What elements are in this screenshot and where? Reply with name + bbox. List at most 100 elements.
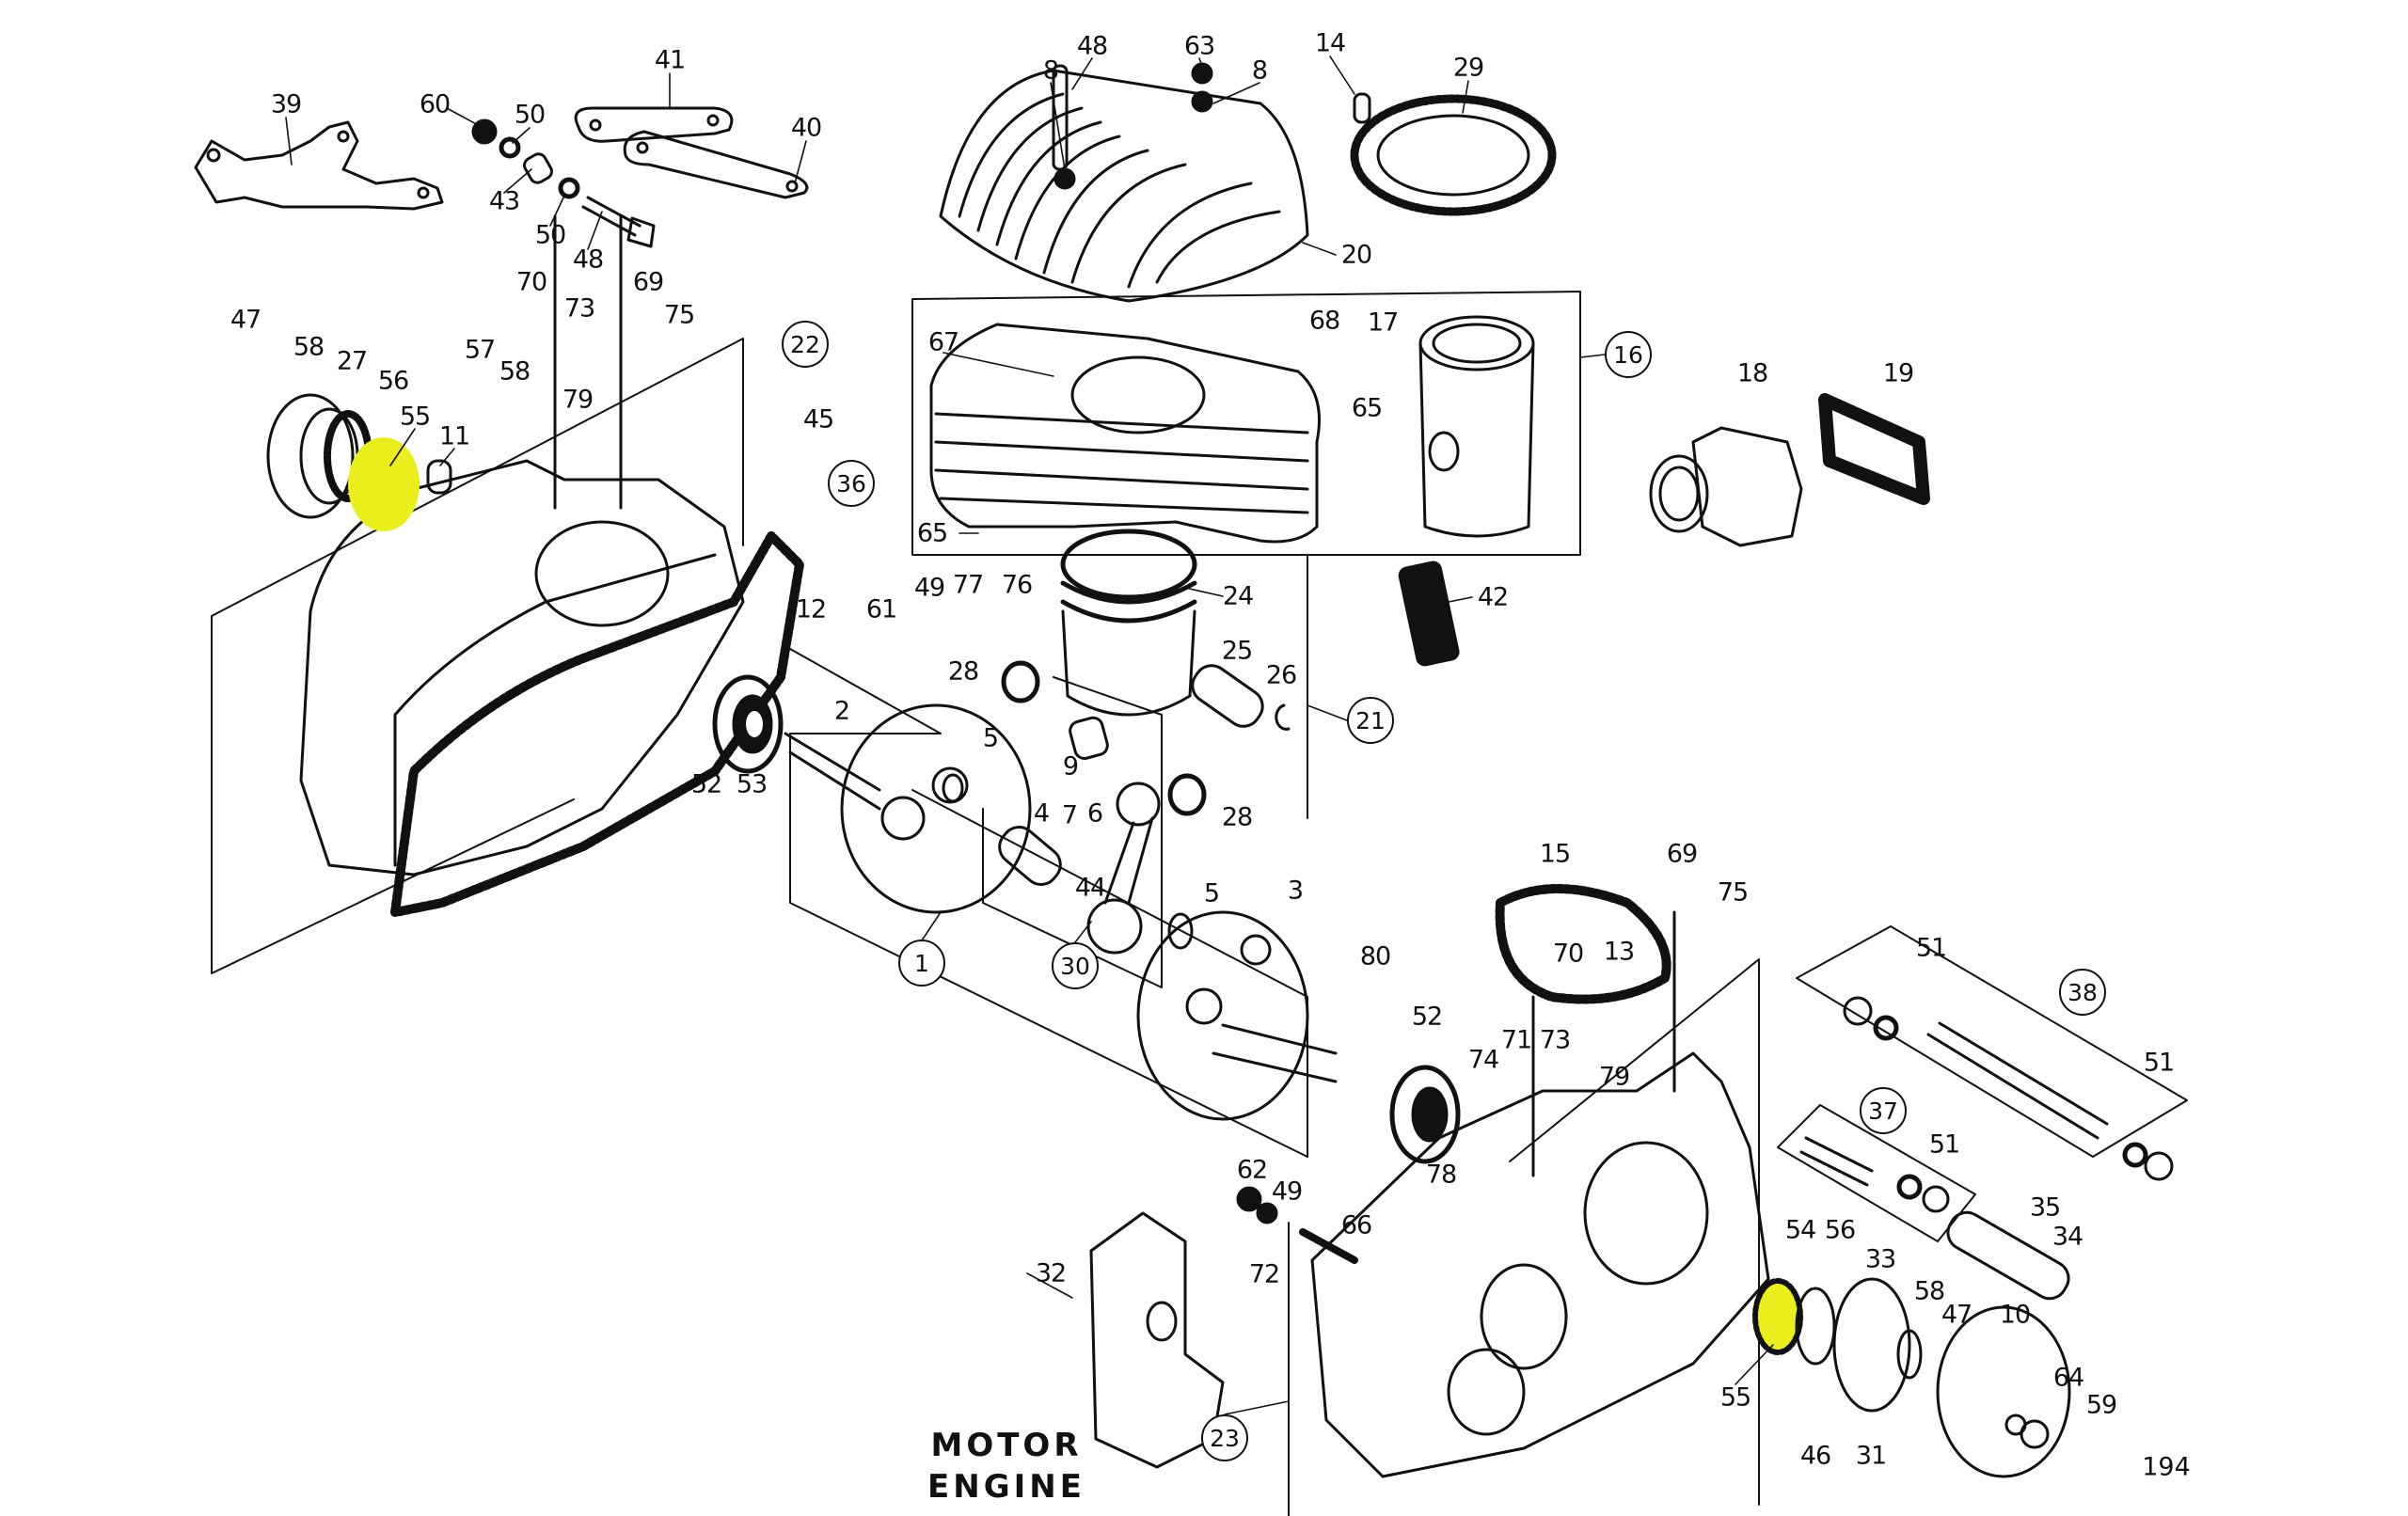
part-label: 26: [1265, 660, 1297, 690]
link-arm-40: [623, 130, 809, 199]
part-label: 66: [1340, 1210, 1372, 1240]
part-label: 67: [927, 327, 959, 357]
bearing-52-right: [1389, 1065, 1461, 1164]
part-label: 78: [1425, 1160, 1457, 1190]
part-label: 49: [1271, 1176, 1303, 1207]
part-label: 2: [833, 696, 850, 726]
part-label: 8: [1251, 55, 1268, 86]
part-label: 58: [1913, 1276, 1945, 1306]
reed-block-42: [1398, 561, 1460, 667]
part-label: 5: [982, 723, 999, 753]
bearing-52-53: [712, 674, 784, 774]
part-label: 57: [464, 335, 496, 365]
part-label: 31: [1855, 1441, 1887, 1471]
assembly-group-16: 16: [1605, 331, 1652, 378]
assembly-group-30: 30: [1052, 942, 1099, 989]
part-label: 68: [1308, 306, 1340, 336]
part-label: 35: [2029, 1192, 2061, 1223]
part-label: 25: [1221, 636, 1253, 666]
highlighted-seal-55: [348, 437, 420, 531]
part-label: 39: [270, 89, 302, 119]
part-label: 5: [1203, 878, 1220, 908]
engine-bracket-32: [1089, 1211, 1225, 1469]
part-label: 48: [1076, 31, 1108, 61]
bolt-assembly: [471, 118, 656, 248]
connecting-rod-30: [1069, 716, 1161, 955]
part-label: 28: [947, 656, 979, 687]
part-label: 51: [1928, 1129, 1960, 1160]
gasket-15: [1495, 884, 1671, 1004]
part-label: 49: [913, 573, 945, 603]
part-label: 9: [1062, 751, 1079, 782]
gudgeon-pin-25: [1191, 664, 1264, 728]
part-label: 77: [952, 570, 984, 600]
part-label: 48: [572, 245, 604, 275]
part-label: 24: [1222, 581, 1254, 611]
part-label: 50: [514, 100, 546, 130]
cylinder-head-20: [939, 62, 1309, 303]
part-label: 29: [1452, 53, 1484, 83]
part-label: 62: [1236, 1155, 1268, 1185]
part-label: 6: [1086, 798, 1103, 829]
part-label: 20: [1340, 240, 1372, 270]
assembly-group-21: 21: [1347, 697, 1394, 744]
part-label: 51: [2143, 1048, 2175, 1078]
part-label: 19: [1882, 358, 1914, 388]
part-label: 63: [1183, 31, 1215, 61]
part-label: 51: [1915, 933, 1947, 963]
part-label: 11: [438, 421, 470, 451]
group-37-box: [1777, 1104, 1976, 1242]
part-label: 17: [1367, 308, 1399, 338]
part-label: 28: [1221, 802, 1253, 832]
cover-33: [1832, 1277, 1911, 1413]
part-label: 70: [1552, 939, 1584, 969]
part-label: 55: [1719, 1382, 1751, 1413]
pin-66: [1299, 1228, 1358, 1264]
page-number: 194: [2142, 1452, 2191, 1482]
part-label: 50: [534, 220, 566, 250]
part-label: 65: [916, 518, 948, 548]
nut-59: [2020, 1419, 2050, 1449]
part-label: 60: [419, 89, 451, 119]
nut-62: [1236, 1186, 1262, 1212]
part-label: 52: [1411, 1002, 1443, 1032]
part-label: 34: [2052, 1222, 2083, 1252]
part-label: 73: [563, 293, 595, 324]
part-label: 71: [1500, 1025, 1532, 1055]
group-38-box: [1796, 925, 2188, 1158]
assembly-group-22: 22: [782, 321, 829, 368]
part-label: 14: [1314, 28, 1346, 58]
cylinder-group-box: [911, 291, 1581, 556]
part-label: 32: [1035, 1258, 1067, 1288]
part-label: 12: [795, 594, 827, 624]
engine-mount-bracket-39: [194, 120, 444, 211]
part-label: 4: [1033, 798, 1050, 829]
part-label: 3: [1287, 876, 1304, 906]
piston-group-box: [1053, 554, 1308, 819]
intake-manifold-18: [1649, 426, 1803, 547]
assembly-group-37: 37: [1860, 1087, 1907, 1134]
part-label: 42: [1477, 582, 1509, 612]
part-label: 69: [1666, 839, 1698, 869]
part-label: 10: [1999, 1300, 2031, 1330]
part-label: 18: [1736, 358, 1768, 388]
part-label: 15: [1539, 839, 1571, 869]
piston-24: [1060, 529, 1197, 717]
part-label: 56: [1824, 1215, 1856, 1245]
diagram-title-line1: MOTOR: [930, 1427, 1083, 1464]
part-label: 58: [293, 332, 325, 362]
part-label: 44: [1074, 873, 1106, 903]
highlighted-seal-54: [1752, 1278, 1803, 1355]
assembly-group-36: 36: [828, 460, 875, 507]
group-30-lines: [982, 676, 1163, 988]
part-label: 58: [499, 356, 531, 387]
assembly-group-38: 38: [2059, 969, 2106, 1016]
crankcase-gasket: [390, 531, 804, 917]
part-label: 47: [230, 305, 261, 335]
part-label: 76: [1001, 570, 1033, 600]
intake-gasket-19: [1818, 393, 1930, 505]
part-label: 7: [1061, 800, 1078, 830]
part-label: 59: [2085, 1390, 2117, 1420]
part-label: 75: [1717, 877, 1749, 908]
crankshaft-half-3: [1136, 910, 1338, 1121]
